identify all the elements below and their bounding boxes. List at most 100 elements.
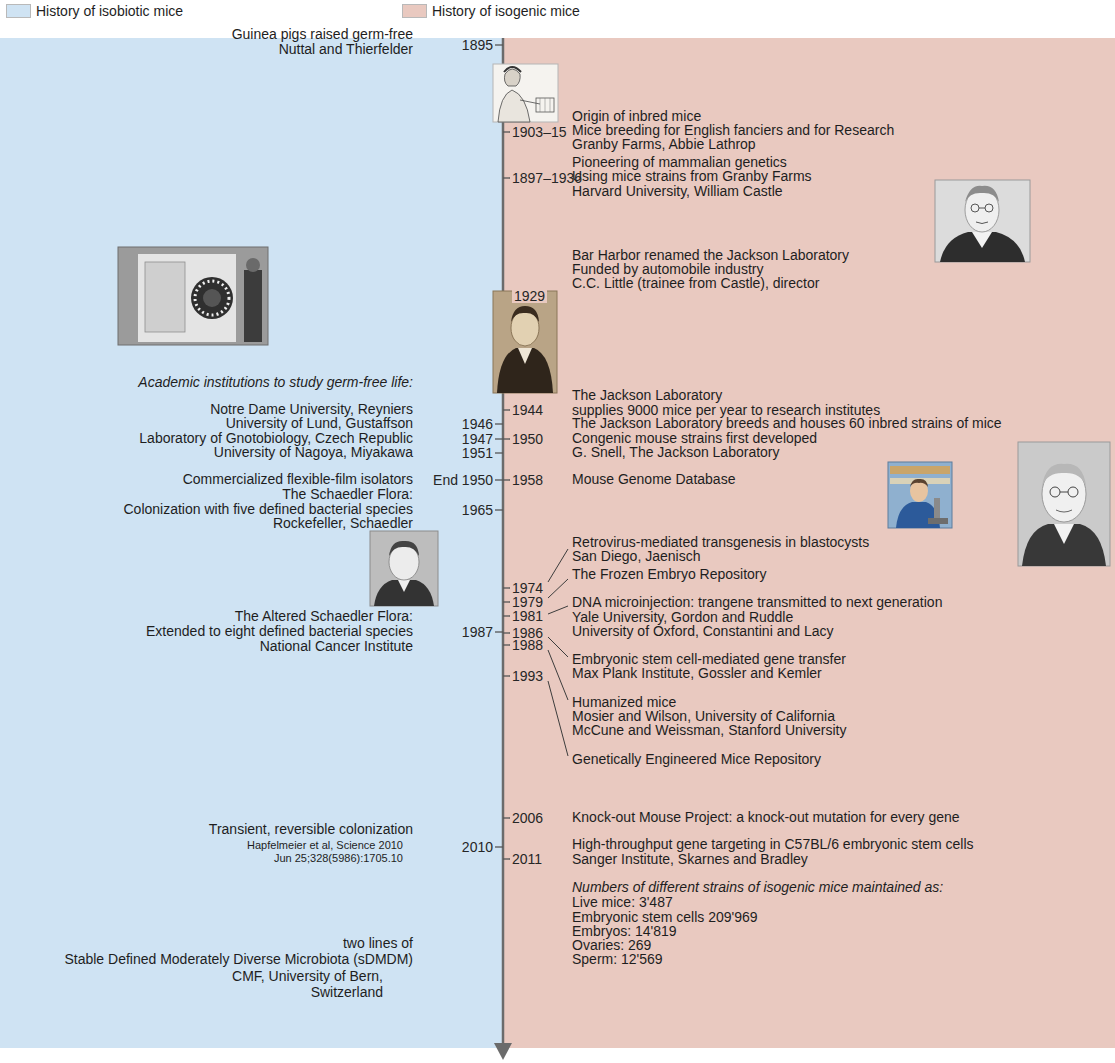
- event-text: Embryonic stem cells 209'969: [572, 910, 758, 925]
- text-slot: The Altered Schaedler Flora:: [235, 609, 413, 624]
- lathrop-sketch: [550, 98, 551, 112]
- event-text: Notre Dame University, Reyniers: [210, 402, 413, 417]
- microscope-photo: [928, 518, 948, 524]
- event-text: Knock-out Mouse Project: a knock-out mut…: [572, 810, 960, 825]
- leader-line: [548, 549, 568, 756]
- microscope-photo: [910, 480, 928, 502]
- castle-portrait: [971, 204, 979, 212]
- text-slot: Embryonic stem cells 209'969: [572, 910, 758, 925]
- text-slot: 1987: [462, 625, 493, 639]
- leader-line: [548, 549, 568, 582]
- castle-portrait: [979, 208, 985, 209]
- event-text: The Frozen Embryo Repository: [572, 567, 767, 582]
- castle-portrait: [985, 204, 993, 212]
- text-slot: Knock-out Mouse Project: a knock-out mut…: [572, 810, 960, 825]
- text-slot: two lines of: [343, 936, 413, 951]
- year-tick: [495, 423, 503, 424]
- event-text: Sperm: 12'569: [572, 952, 663, 967]
- schaedler-portrait: [389, 544, 419, 580]
- event-text: High-throughput gene targeting in C57BL/…: [572, 837, 974, 852]
- event-text: Pioneering of mammalian genetics: [572, 155, 787, 170]
- text-slot: 1993: [512, 669, 543, 683]
- text-slot: Embryonic stem cell-mediated gene transf…: [572, 652, 846, 667]
- event-text: Academic institutions to study germ-free…: [138, 375, 413, 390]
- event-text: University of Lund, Gustaffson: [226, 416, 413, 431]
- leader-line: [548, 681, 568, 756]
- little-portrait: [493, 291, 557, 393]
- snell-portrait: [1042, 464, 1086, 486]
- text-slot: 1988: [512, 638, 543, 652]
- isolator-photo: [138, 254, 236, 342]
- event-text: Guinea pigs raised germ-free: [232, 27, 413, 42]
- event-text: Embryonic stem cell-mediated gene transf…: [572, 652, 846, 667]
- text-slot: McCune and Weissman, Stanford University: [572, 723, 846, 738]
- isolator-photo: [244, 270, 262, 342]
- year-tick: [495, 44, 503, 45]
- year-tick: [503, 675, 510, 676]
- year-label: 1988: [512, 638, 543, 652]
- year-label: 2010: [462, 840, 493, 854]
- event-text: Switzerland: [311, 985, 383, 1000]
- year-label: 1993: [512, 669, 543, 683]
- year-label: 1895: [462, 38, 493, 52]
- text-slot: Numbers of different strains of isogenic…: [572, 880, 943, 895]
- year-label: 1944: [512, 403, 543, 417]
- event-text: Max Plank Institute, Gossler and Kemler: [572, 666, 822, 681]
- text-slot: 1946: [462, 417, 493, 431]
- text-slot: G. Snell, The Jackson Laboratory: [572, 445, 780, 460]
- event-text: The Jackson Laboratory breeds and houses…: [572, 416, 1002, 431]
- text-slot: Yale University, Gordon and Ruddle: [572, 610, 793, 625]
- snell-portrait: [1022, 524, 1106, 566]
- text-slot: Colonization with five defined bacterial…: [124, 502, 414, 517]
- year-label: 1947: [462, 432, 493, 446]
- snell-portrait: [1018, 442, 1110, 566]
- castle-portrait: [935, 180, 1030, 262]
- year-label: 1974: [512, 581, 543, 595]
- year-label: 1929: [512, 289, 547, 303]
- legend-swatch: [6, 4, 31, 18]
- year-tick: [503, 615, 510, 616]
- time-axis: [502, 38, 505, 1046]
- year-tick: [495, 479, 503, 480]
- event-text: G. Snell, The Jackson Laboratory: [572, 445, 780, 460]
- event-text: Harvard University, William Castle: [572, 184, 783, 199]
- event-text: Jun 25;328(5986):1705.10: [274, 852, 403, 865]
- year-label: 1951: [462, 446, 493, 460]
- text-slot: The Frozen Embryo Repository: [572, 567, 767, 582]
- event-text: Rockefeller, Schaedler: [273, 516, 413, 531]
- event-text: Funded by automobile industry: [572, 262, 763, 277]
- legend-text: History of isobiotic mice: [36, 3, 183, 19]
- text-slot: Embryos: 14'819: [572, 924, 677, 939]
- text-slot: Jun 25;328(5986):1705.10: [274, 852, 403, 865]
- event-text: DNA microinjection: trangene transmitted…: [572, 595, 942, 610]
- little-portrait: [518, 348, 532, 364]
- text-slot: The Jackson Laboratory: [572, 388, 722, 403]
- little-portrait: [493, 291, 557, 393]
- year-tick: [503, 131, 510, 132]
- snell-portrait: [1060, 492, 1068, 493]
- schaedler-portrait: [370, 531, 438, 606]
- castle-portrait: [965, 186, 999, 202]
- text-slot: Laboratory of Gnotobiology, Czech Republ…: [139, 431, 413, 446]
- event-text: The Altered Schaedler Flora:: [235, 609, 413, 624]
- event-text: Congenic mouse strains first developed: [572, 431, 817, 446]
- year-tick: [503, 858, 510, 859]
- time-axis: [494, 1043, 512, 1060]
- little-portrait: [511, 306, 539, 322]
- microscope-photo: [890, 466, 950, 474]
- text-slot: San Diego, Jaenisch: [572, 549, 700, 564]
- text-slot: 1974: [512, 581, 543, 595]
- year-tick: [495, 846, 503, 847]
- text-slot: Congenic mouse strains first developed: [572, 431, 817, 446]
- lathrop-sketch: [520, 100, 540, 104]
- year-tick: [503, 409, 510, 410]
- year-label: 1946: [462, 417, 493, 431]
- text-slot: Bar Harbor renamed the Jackson Laborator…: [572, 248, 849, 263]
- event-text: Sanger Institute, Skarnes and Bradley: [572, 852, 808, 867]
- microscope-photo: [934, 498, 940, 520]
- isolator-photo: [195, 281, 229, 315]
- text-slot: Max Plank Institute, Gossler and Kemler: [572, 666, 822, 681]
